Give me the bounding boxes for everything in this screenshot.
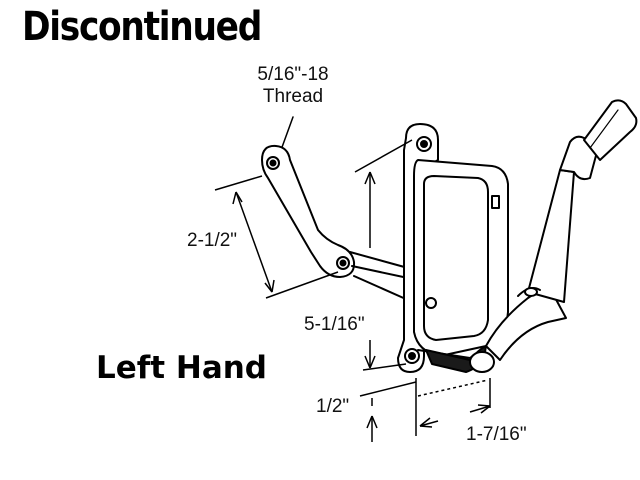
thread-leader-line	[280, 116, 294, 151]
thread-callout: 5/16"-18 Thread	[248, 64, 338, 108]
drive-knob	[469, 351, 495, 373]
arm-length-dimension	[214, 175, 339, 299]
handedness-label: Left Hand	[96, 350, 267, 386]
base-width-dimension	[415, 378, 491, 436]
crank-handle	[583, 99, 638, 161]
thread-size-label: 5/16"-18	[257, 64, 329, 85]
body-height-label: 5-1/16"	[304, 314, 365, 335]
base-width-label: 1-7/16"	[466, 424, 527, 445]
body-height-dimension	[354, 139, 413, 371]
discontinued-label: Discontinued	[22, 4, 262, 50]
base-offset-dimension	[359, 381, 417, 442]
arm-length-label: 2-1/2"	[187, 230, 238, 251]
upper-arm-part	[261, 144, 356, 278]
gear-housing	[413, 159, 509, 359]
base-offset-label: 1/2"	[316, 396, 350, 417]
thread-word-label: Thread	[262, 86, 324, 107]
